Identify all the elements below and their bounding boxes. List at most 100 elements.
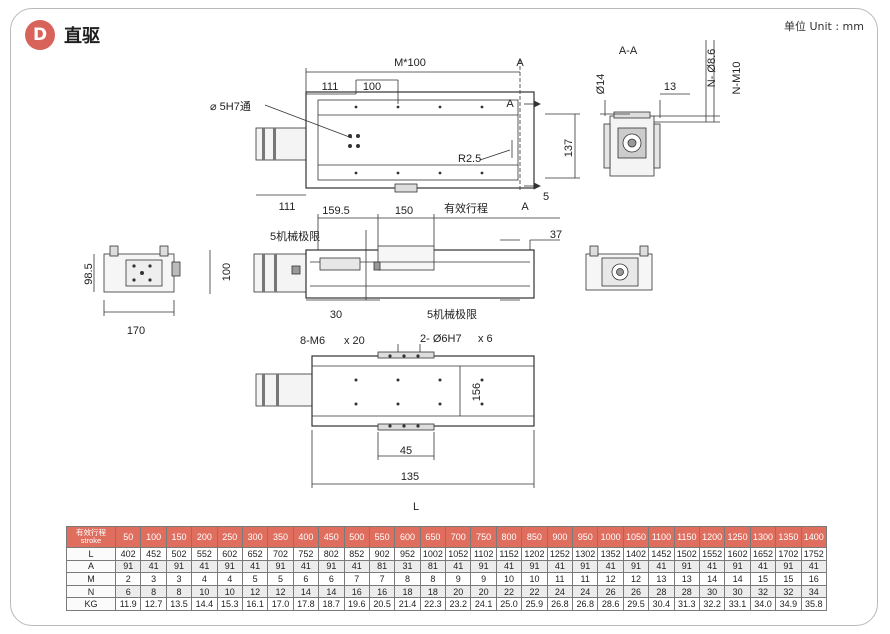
table-cell: 1102 xyxy=(470,547,497,561)
table-cell: 1152 xyxy=(495,547,523,561)
table-cell: 8 xyxy=(419,572,447,586)
table-cell: 41 xyxy=(241,559,269,574)
table-cell: 32 xyxy=(775,584,802,599)
table-cell: 12 xyxy=(622,572,650,586)
section-mark-a-bottom: A xyxy=(521,201,529,213)
table-cell: 13 xyxy=(673,572,700,586)
table-cell: 752 xyxy=(292,547,320,561)
note-h7: 2- Ø6H7 xyxy=(420,333,462,345)
table-cell: 6 xyxy=(114,584,142,599)
row-label-cell: A xyxy=(66,559,116,574)
stroke-value-cell: 1000 xyxy=(597,526,624,548)
stroke-value-cell: 900 xyxy=(546,526,574,548)
table-cell: 802 xyxy=(318,547,345,561)
table-cell: 26.8 xyxy=(572,597,599,611)
table-cell: 25.9 xyxy=(521,597,548,611)
table-cell: 34 xyxy=(800,584,827,599)
table-cell: 502 xyxy=(165,547,193,561)
table-cell: 16 xyxy=(800,572,827,586)
stroke-value-cell: 850 xyxy=(521,526,548,548)
table-cell: 22 xyxy=(495,584,523,599)
table-cell: 902 xyxy=(368,547,396,561)
dim-14: Ø14 xyxy=(595,74,607,95)
table-cell: 1602 xyxy=(724,547,751,561)
table-cell: 14 xyxy=(698,572,726,586)
table-cell: 1502 xyxy=(673,547,700,561)
table-cell: 952 xyxy=(394,547,421,561)
dim-985: 98.5 xyxy=(83,263,95,284)
side-view: 159.5 150 有效行程 5机械极限 37 30 5机械极限 xyxy=(253,201,562,321)
table-cell: 24 xyxy=(572,584,599,599)
table-cell: 91 xyxy=(267,559,294,574)
stroke-value-cell: 750 xyxy=(470,526,497,548)
dim-170: 170 xyxy=(127,325,145,337)
table-cell: 91 xyxy=(470,559,497,574)
table-cell: 652 xyxy=(241,547,269,561)
table-cell: 26 xyxy=(622,584,650,599)
table-cell: 14 xyxy=(318,584,345,599)
end-view-right xyxy=(585,245,653,291)
table-cell: 30 xyxy=(698,584,726,599)
table-cell: 18.7 xyxy=(318,597,345,611)
table-cell: 11.9 xyxy=(114,597,142,611)
stroke-value-cell: 1300 xyxy=(749,526,777,548)
table-cell: 13 xyxy=(648,572,675,586)
table-cell: 1702 xyxy=(775,547,802,561)
dim-5: 5 xyxy=(543,191,549,203)
end-view-left: 98.5 100 170 xyxy=(83,245,233,337)
dim-111-top: 111 xyxy=(322,81,339,93)
table-cell: 14 xyxy=(292,584,320,599)
table-cell: 91 xyxy=(114,559,142,574)
table-cell: 28 xyxy=(673,584,700,599)
table-cell: 1052 xyxy=(445,547,472,561)
table-cell: 15 xyxy=(749,572,777,586)
dim-37: 37 xyxy=(550,229,562,241)
stroke-value-cell: 300 xyxy=(241,526,269,548)
table-cell: 22 xyxy=(521,584,548,599)
stroke-value-cell: 100 xyxy=(140,526,167,548)
table-cell: 41 xyxy=(800,559,827,574)
stroke-value-cell: 1100 xyxy=(648,526,675,548)
page-frame xyxy=(10,8,878,626)
table-cell: 35.8 xyxy=(800,597,827,611)
dim-100-side: 100 xyxy=(221,263,233,281)
table-cell: 9 xyxy=(445,572,472,586)
table-cell: 18 xyxy=(419,584,447,599)
table-cell: 13.5 xyxy=(165,597,193,611)
table-cell: 20 xyxy=(470,584,497,599)
stroke-value-cell: 650 xyxy=(419,526,447,548)
table-cell: 81 xyxy=(368,559,396,574)
table-cell: 17.0 xyxy=(267,597,294,611)
table-cell: 10 xyxy=(495,572,523,586)
table-cell: 14.4 xyxy=(191,597,218,611)
table-cell: 28.6 xyxy=(597,597,624,611)
table-cell: 602 xyxy=(216,547,243,561)
stroke-value-cell: 1150 xyxy=(673,526,700,548)
table-cell: 25.0 xyxy=(495,597,523,611)
stroke-value-cell: 550 xyxy=(368,526,396,548)
table-cell: 552 xyxy=(191,547,218,561)
dim-30: 30 xyxy=(330,309,342,321)
table-cell: 91 xyxy=(622,559,650,574)
table-cell: 1452 xyxy=(648,547,675,561)
table-cell: 1352 xyxy=(597,547,624,561)
table-cell: 4 xyxy=(191,572,218,586)
table-cell: 1752 xyxy=(800,547,827,561)
table-cell: 41 xyxy=(343,559,370,574)
table-cell: 41 xyxy=(749,559,777,574)
stroke-value-cell: 950 xyxy=(572,526,599,548)
bottom-view: 8-M6 x 20 2- Ø6H7 x 6 156 45 135 L xyxy=(255,333,535,513)
table-cell: 26.8 xyxy=(546,597,574,611)
table-cell: 15.3 xyxy=(216,597,243,611)
table-cell: 31 xyxy=(394,559,421,574)
stroke-value-cell: 500 xyxy=(343,526,370,548)
dim-137: 137 xyxy=(563,139,575,157)
section-mark-a-mid: A xyxy=(506,98,514,110)
table-cell: 1552 xyxy=(698,547,726,561)
table-cell: 26 xyxy=(597,584,624,599)
note-x20: x 20 xyxy=(344,335,365,347)
dim-45: 45 xyxy=(400,445,412,457)
